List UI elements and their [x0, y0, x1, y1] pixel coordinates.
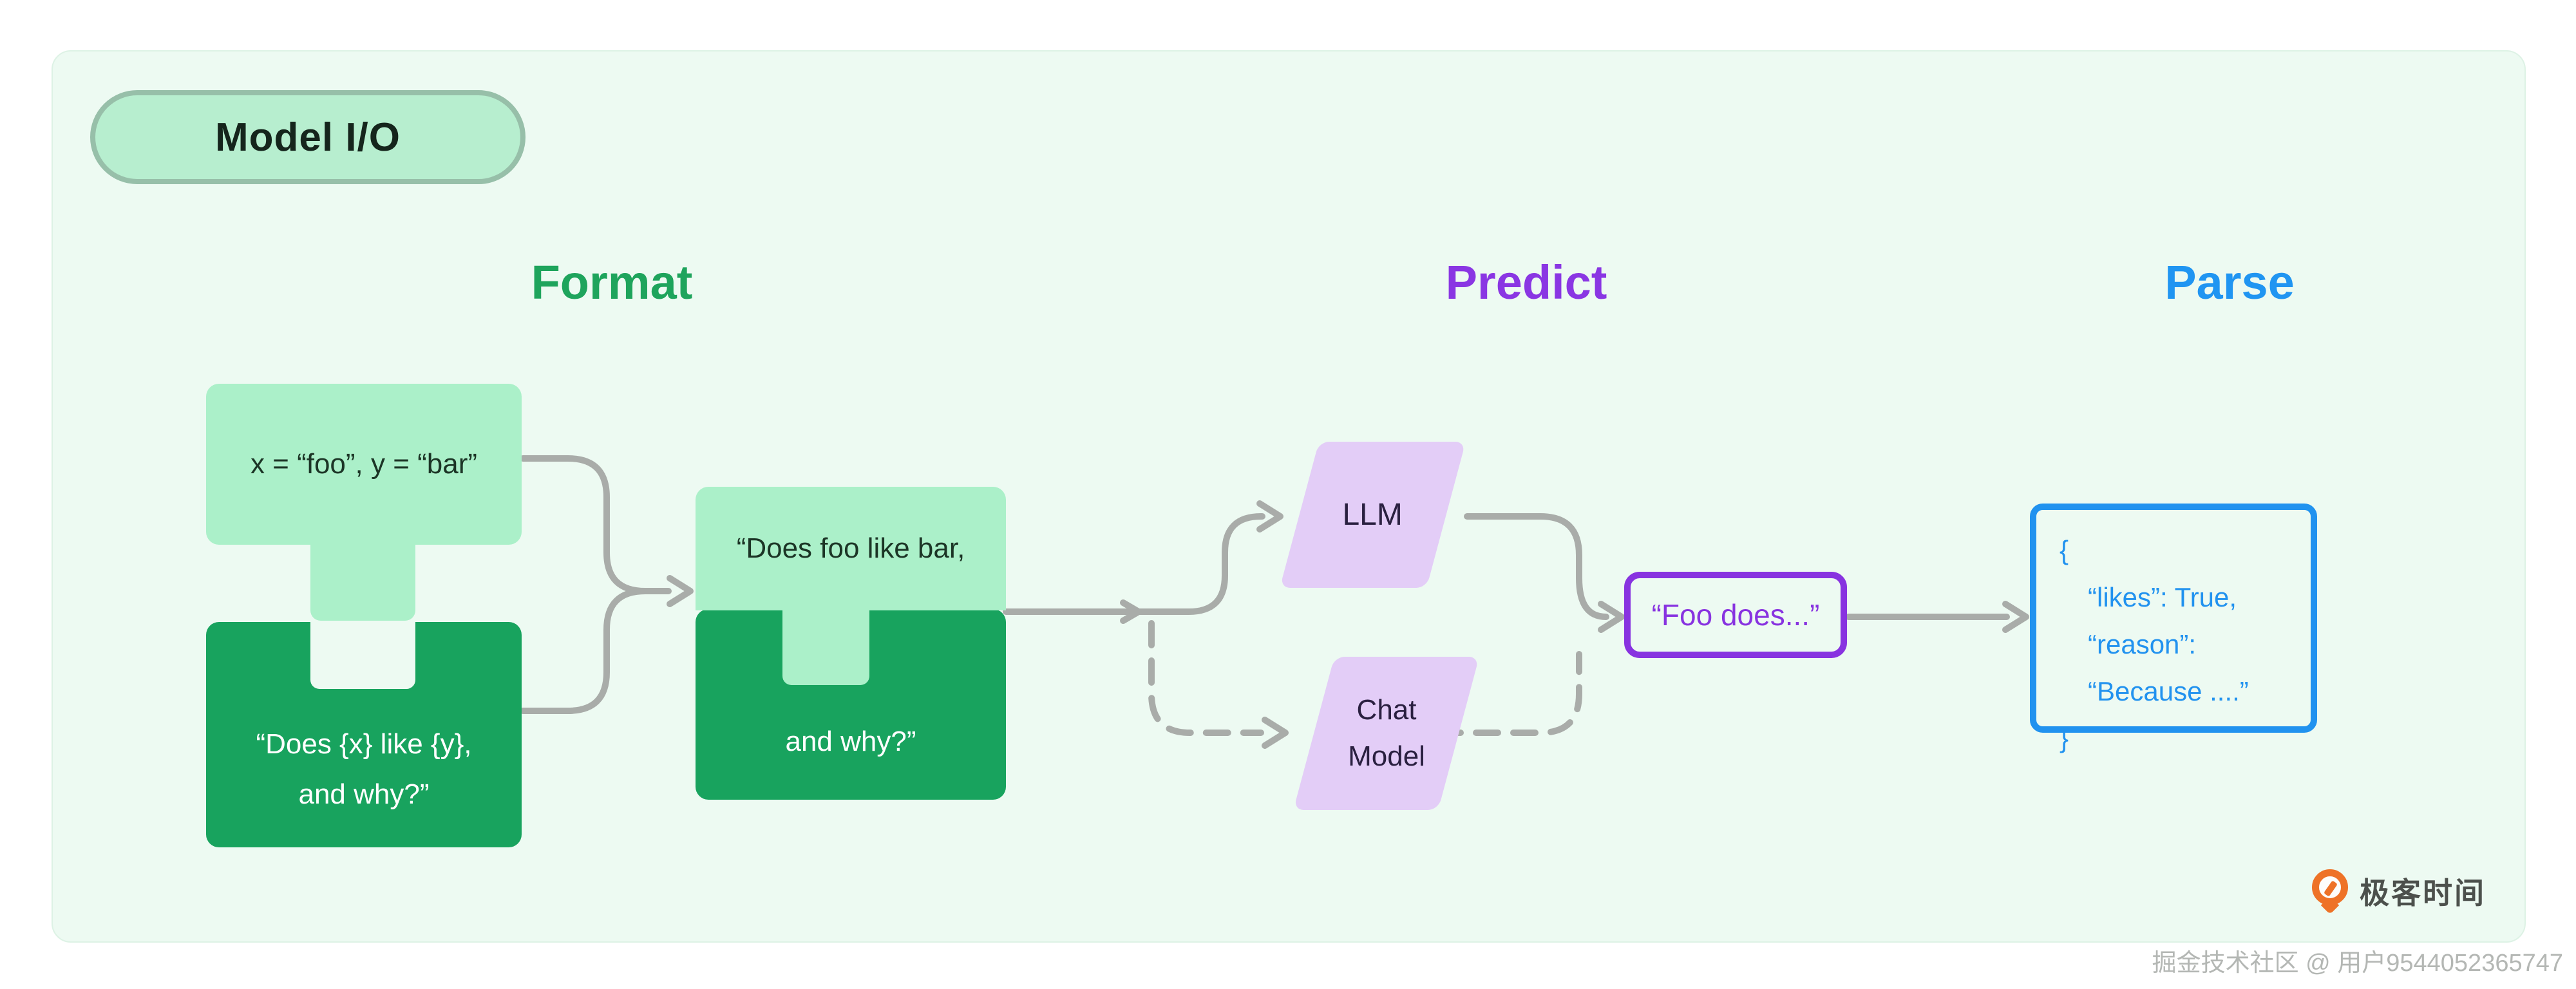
diagram-title-badge: Model I/O	[90, 90, 526, 184]
parsed-json-node: { “likes”: True, “reason”: “Because ....…	[2030, 504, 2317, 753]
model-output-node: “Foo does...”	[1624, 572, 1847, 658]
prompt-template-text: “Does {x} like {y}, and why?”	[256, 728, 472, 810]
prompt-template-node: “Does {x} like {y}, and why?”	[206, 622, 522, 847]
geektime-logo-text: 极客时间	[2360, 876, 2486, 910]
json-line-open: {	[2060, 535, 2069, 565]
combined-prompt-tab	[782, 607, 869, 685]
input-vars-puzzle-tab	[310, 541, 415, 621]
diagram-title: Model I/O	[215, 115, 401, 160]
model-output-text: “Foo does...”	[1651, 598, 1820, 632]
column-header-predict: Predict	[1445, 256, 1607, 309]
input-vars-node: x = “foo”, y = “bar”	[206, 384, 522, 545]
geektime-logo: 极客时间	[2311, 868, 2486, 915]
input-vars-text: x = “foo”, y = “bar”	[250, 448, 478, 480]
json-line-likes: “likes”: True,	[2088, 582, 2237, 612]
prompt-template-notch	[310, 622, 415, 689]
combined-prompt-top: “Does foo like bar,	[696, 487, 1006, 610]
json-line-reason: “reason”: “Because ....”	[2088, 629, 2249, 706]
geektime-logo-icon	[2311, 868, 2351, 915]
column-header-parse: Parse	[2164, 256, 2295, 309]
combined-prompt-top-text: “Does foo like bar,	[736, 532, 965, 564]
watermark-text: 掘金技术社区 @ 用户9544052365747	[2152, 950, 2563, 977]
llm-label: LLM	[1342, 497, 1403, 532]
json-line-close: }	[2060, 723, 2069, 753]
combined-prompt-bottom-text: and why?”	[785, 726, 916, 757]
column-header-format: Format	[531, 256, 693, 309]
chat-model-label: Chat Model	[1347, 694, 1425, 772]
